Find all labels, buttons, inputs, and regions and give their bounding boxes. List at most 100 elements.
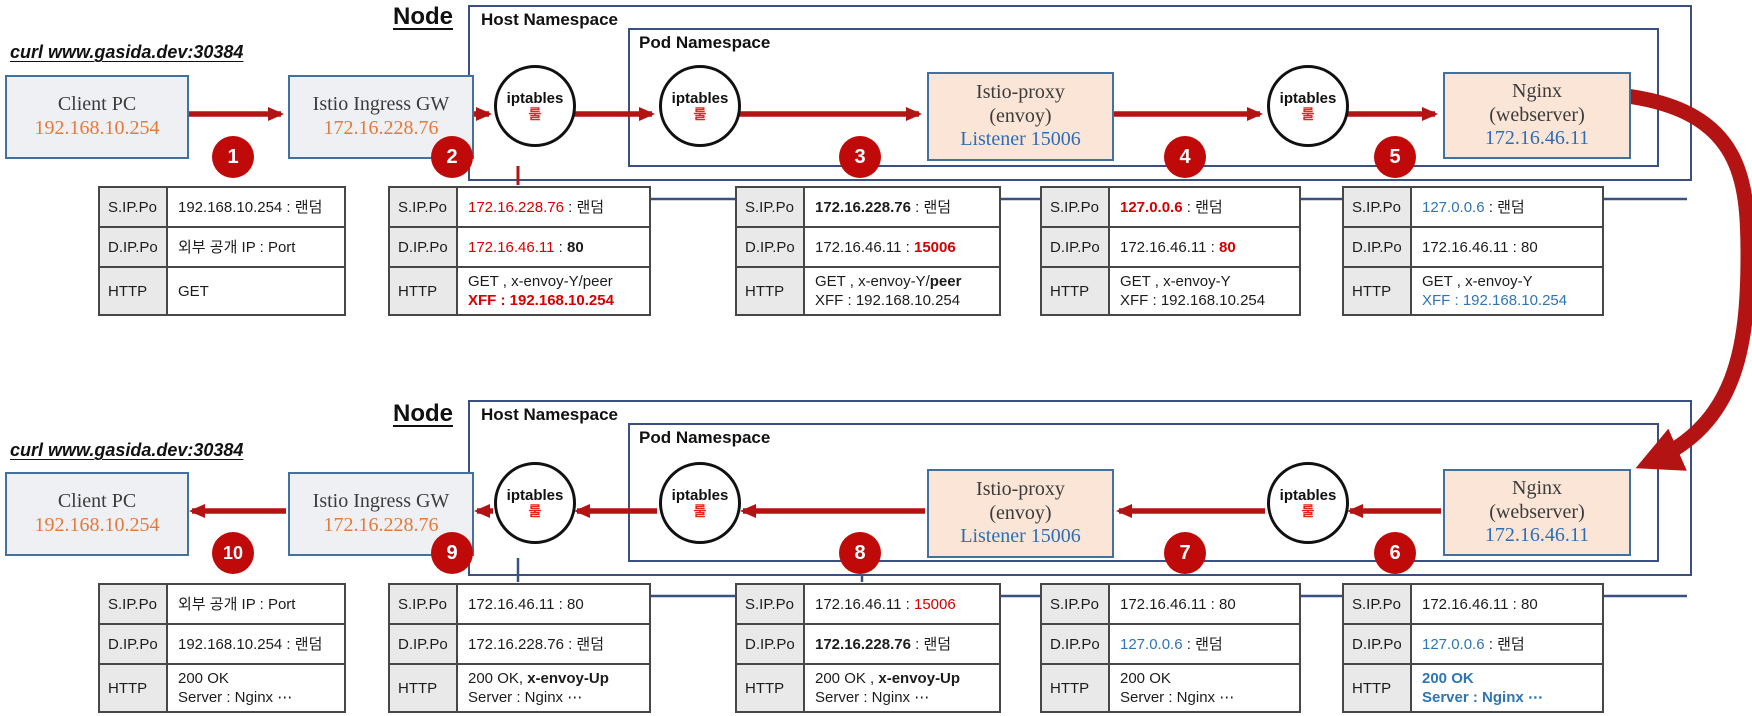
row-value: GET bbox=[178, 282, 209, 300]
row-value: GET , x-envoy-Y XFF : 192.168.10.254 bbox=[1120, 273, 1266, 309]
packet-table-top-1: S.IP.Po 192.168.10.254 : 랜덤 D.IP.Po 외부 공… bbox=[98, 186, 346, 316]
table-row: S.IP.Po 외부 공개 IP : Port bbox=[100, 585, 344, 625]
row-value: 172.16.228.76 : 랜덤 bbox=[468, 635, 605, 653]
table-row: HTTP 200 OK , x-envoy-Up Server : Nginx … bbox=[737, 665, 999, 711]
row-key: D.IP.Po bbox=[100, 625, 168, 663]
step-badge-6: 6 bbox=[1374, 532, 1416, 574]
iptables-rule-label: 룰 bbox=[693, 105, 707, 122]
gateway-ip: 172.16.228.76 bbox=[323, 117, 439, 139]
nginx-ip: 172.16.46.11 bbox=[1484, 524, 1590, 547]
iptables-rule-label: 룰 bbox=[1301, 105, 1315, 122]
iptables-circle-pod-out-bottom: iptables 룰 bbox=[1267, 462, 1349, 544]
iptables-circle-pod-in-top: iptables 룰 bbox=[659, 65, 741, 147]
proxy-name: Istio-proxy bbox=[976, 81, 1065, 104]
packet-table-top-5: S.IP.Po 127.0.0.6 : 랜덤 D.IP.Po 172.16.46… bbox=[1342, 186, 1604, 316]
iptables-label: iptables bbox=[1279, 486, 1337, 504]
row-key: S.IP.Po bbox=[1344, 585, 1412, 623]
iptables-rule-label: 룰 bbox=[528, 502, 542, 519]
row-key: D.IP.Po bbox=[737, 625, 805, 663]
iptables-circle-host-top: iptables 룰 bbox=[494, 65, 576, 147]
curl-command-bottom: curl www.gasida.dev:30384 bbox=[10, 440, 244, 460]
iptables-circle-pod-out-top: iptables 룰 bbox=[1267, 65, 1349, 147]
row-value: 192.168.10.254 : 랜덤 bbox=[178, 198, 323, 216]
nginx-box-bottom: Nginx (webserver) 172.16.46.11 bbox=[1443, 469, 1631, 556]
step-badge-9: 9 bbox=[431, 532, 473, 574]
table-row: D.IP.Po 172.16.46.11 : 15006 bbox=[737, 228, 999, 268]
nginx-sub: (webserver) bbox=[1489, 500, 1585, 523]
gateway-ip: 172.16.228.76 bbox=[323, 514, 439, 536]
step-badge-10: 10 bbox=[212, 532, 254, 574]
row-key: HTTP bbox=[737, 665, 805, 711]
proxy-listener: Listener 15006 bbox=[960, 128, 1081, 151]
proxy-sub: (envoy) bbox=[989, 501, 1052, 524]
iptables-rule-label: 룰 bbox=[528, 105, 542, 122]
packet-table-top-2: S.IP.Po 172.16.228.76 : 랜덤 D.IP.Po 172.1… bbox=[388, 186, 651, 316]
row-value: 172.16.46.11 : 15006 bbox=[815, 238, 956, 256]
row-value: 200 OK Server : Nginx ⋯ bbox=[178, 670, 293, 706]
row-key: S.IP.Po bbox=[100, 585, 168, 623]
table-row: D.IP.Po 127.0.0.6 : 랜덤 bbox=[1042, 625, 1299, 665]
iptables-circle-pod-in-bottom: iptables 룰 bbox=[659, 462, 741, 544]
table-row: D.IP.Po 외부 공개 IP : Port bbox=[100, 228, 344, 268]
table-row: HTTP GET , x-envoy-Y XFF : 192.168.10.25… bbox=[1042, 268, 1299, 314]
row-value: 외부 공개 IP : Port bbox=[178, 238, 296, 256]
iptables-label: iptables bbox=[506, 486, 564, 504]
row-key: S.IP.Po bbox=[737, 188, 805, 226]
packet-table-bottom-9: S.IP.Po 172.16.46.11 : 80 D.IP.Po 172.16… bbox=[388, 583, 651, 713]
proxy-sub: (envoy) bbox=[989, 104, 1052, 127]
table-row: HTTP GET , x-envoy-Y/peer XFF : 192.168.… bbox=[737, 268, 999, 314]
row-key: S.IP.Po bbox=[100, 188, 168, 226]
step-badge-4: 4 bbox=[1164, 136, 1206, 178]
iptables-label: iptables bbox=[671, 486, 729, 504]
row-value: 172.16.228.76 : 랜덤 bbox=[815, 198, 952, 216]
packet-table-top-3: S.IP.Po 172.16.228.76 : 랜덤 D.IP.Po 172.1… bbox=[735, 186, 1001, 316]
pod-namespace-label-top: Pod Namespace bbox=[639, 33, 771, 52]
nginx-sub: (webserver) bbox=[1489, 103, 1585, 126]
table-row: S.IP.Po 172.16.228.76 : 랜덤 bbox=[390, 188, 649, 228]
table-row: HTTP 200 OK, x-envoy-Up Server : Nginx ⋯ bbox=[390, 665, 649, 711]
row-value: 172.16.46.11 : 80 bbox=[1422, 238, 1538, 256]
row-key: HTTP bbox=[390, 665, 458, 711]
row-value: 200 OK, x-envoy-Up Server : Nginx ⋯ bbox=[468, 670, 609, 706]
table-row: D.IP.Po 172.16.228.76 : 랜덤 bbox=[390, 625, 649, 665]
nginx-ip: 172.16.46.11 bbox=[1484, 127, 1590, 150]
proxy-listener: Listener 15006 bbox=[960, 525, 1081, 548]
step-badge-2: 2 bbox=[431, 136, 473, 178]
row-value: 172.16.46.11 : 80 bbox=[468, 238, 584, 256]
pod-namespace-box-bottom bbox=[628, 423, 1659, 562]
row-value: 200 OK , x-envoy-Up Server : Nginx ⋯ bbox=[815, 670, 961, 706]
row-key: D.IP.Po bbox=[100, 228, 168, 266]
curl-command-top: curl www.gasida.dev:30384 bbox=[10, 42, 244, 62]
row-value: 172.16.228.76 : 랜덤 bbox=[468, 198, 605, 216]
step-badge-5: 5 bbox=[1374, 136, 1416, 178]
row-key: HTTP bbox=[737, 268, 805, 314]
client-pc-ip: 192.168.10.254 bbox=[34, 117, 160, 139]
row-value: 172.16.46.11 : 80 bbox=[1120, 238, 1236, 256]
nginx-name: Nginx bbox=[1512, 80, 1562, 103]
table-row: S.IP.Po 172.16.46.11 : 80 bbox=[390, 585, 649, 625]
row-key: HTTP bbox=[1344, 665, 1412, 711]
row-value: 172.16.46.11 : 80 bbox=[1422, 595, 1538, 613]
table-row: S.IP.Po 172.16.46.11 : 15006 bbox=[737, 585, 999, 625]
row-value: 200 OK Server : Nginx ⋯ bbox=[1120, 670, 1235, 706]
row-value: 127.0.0.6 : 랜덤 bbox=[1120, 635, 1223, 653]
table-row: HTTP 200 OK Server : Nginx ⋯ bbox=[100, 665, 344, 711]
step-badge-3: 3 bbox=[839, 136, 881, 178]
table-row: D.IP.Po 192.168.10.254 : 랜덤 bbox=[100, 625, 344, 665]
row-key: HTTP bbox=[1042, 268, 1110, 314]
packet-table-bottom-10: S.IP.Po 외부 공개 IP : Port D.IP.Po 192.168.… bbox=[98, 583, 346, 713]
packet-table-top-4: S.IP.Po 127.0.0.6 : 랜덤 D.IP.Po 172.16.46… bbox=[1040, 186, 1301, 316]
proxy-name: Istio-proxy bbox=[976, 478, 1065, 501]
client-pc-name: Client PC bbox=[57, 93, 137, 116]
host-namespace-label-top: Host Namespace bbox=[481, 10, 619, 29]
table-row: HTTP GET , x-envoy-Y XFF : 192.168.10.25… bbox=[1344, 268, 1602, 314]
iptables-rule-label: 룰 bbox=[1301, 502, 1315, 519]
row-key: HTTP bbox=[100, 665, 168, 711]
gateway-name: Istio Ingress GW bbox=[312, 93, 450, 116]
row-key: HTTP bbox=[1042, 665, 1110, 711]
istio-proxy-box-bottom: Istio-proxy (envoy) Listener 15006 bbox=[927, 469, 1114, 558]
table-row: S.IP.Po 127.0.0.6 : 랜덤 bbox=[1344, 188, 1602, 228]
row-key: S.IP.Po bbox=[390, 585, 458, 623]
table-row: HTTP 200 OK Server : Nginx ⋯ bbox=[1042, 665, 1299, 711]
